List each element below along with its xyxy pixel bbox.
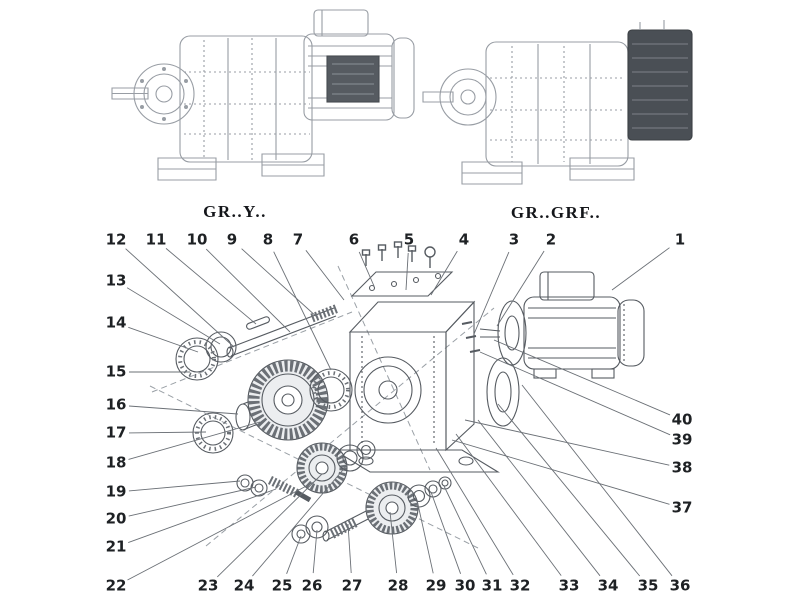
part-number-21: 21 [105,537,127,556]
part-number-39: 39 [671,430,693,449]
part-number-18: 18 [105,453,127,472]
part-number-2: 2 [545,230,557,249]
gearmotor-gr-y-drawing [111,9,415,181]
part-number-20: 20 [105,509,127,528]
figure-label-gr-y: GR..Y.. [203,202,267,221]
part-number-7: 7 [292,230,304,249]
part-number-14: 14 [105,313,127,332]
part-number-16: 16 [105,395,127,414]
gearmotor-gr-grf-drawing [422,20,693,185]
part-number-23: 23 [197,576,219,595]
part-number-25: 25 [271,576,293,595]
part-number-10: 10 [186,230,208,249]
part-number-29: 29 [425,576,447,595]
part-number-28: 28 [387,576,409,595]
part-number-4: 4 [458,230,470,249]
part-number-34: 34 [597,576,619,595]
part-number-19: 19 [105,482,127,501]
part-number-1: 1 [674,230,686,249]
part-number-30: 30 [454,576,476,595]
flange-bolt-dots [140,67,188,121]
part-number-37: 37 [671,498,693,517]
part-number-33: 33 [558,576,580,595]
part-number-3: 3 [508,230,520,249]
part-number-12: 12 [105,230,127,249]
part-number-24: 24 [233,576,255,595]
part-number-32: 32 [509,576,531,595]
part-number-9: 9 [226,230,238,249]
part-number-5: 5 [403,230,415,249]
part-number-38: 38 [671,458,693,477]
part-number-15: 15 [105,362,127,381]
part-number-17: 17 [105,423,127,442]
part-number-22: 22 [105,576,127,595]
part-number-27: 27 [341,576,363,595]
part-number-6: 6 [348,230,360,249]
part-number-35: 35 [637,576,659,595]
part-number-40: 40 [671,410,693,429]
figure-label-gr-grf: GR..GRF.. [510,203,602,222]
part-number-13: 13 [105,271,127,290]
part-number-26: 26 [301,576,323,595]
part-number-31: 31 [481,576,503,595]
part-number-11: 11 [145,230,167,249]
part-number-36: 36 [669,576,691,595]
part-number-8: 8 [262,230,274,249]
